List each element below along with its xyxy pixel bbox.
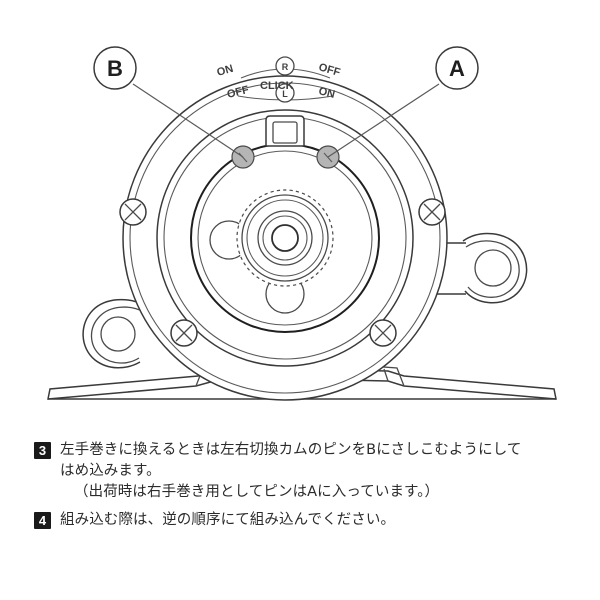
step-3-line-1: 左手巻きに換えるときは左右切換カムのピンをBにさしこむようにして xyxy=(60,442,522,458)
step-3-body: 左手巻きに換えるときは左右切換カムのピンをBにさしこむようにして はめ込みます。… xyxy=(60,440,600,503)
callout-b-circle xyxy=(93,46,137,90)
callout-b-label: B xyxy=(107,56,123,81)
dial-label-on-bottom-right: ON xyxy=(317,85,336,101)
instruction-step-4: 4 組み込む際は、逆の順序にて組み込んでください。 xyxy=(0,510,600,531)
instruction-step-3: 3 左手巻きに換えるときは左右切換カムのピンをBにさしこむようにして はめ込みま… xyxy=(0,440,600,503)
dial-label-click: CLICK xyxy=(260,80,294,92)
screw-group xyxy=(119,198,446,347)
hub-plate-inner-edge xyxy=(197,150,373,326)
dial-label-off-top-right: OFF xyxy=(317,61,342,79)
step-3-line-2: はめ込みます。 xyxy=(60,463,161,479)
screw-bottom-left xyxy=(170,319,198,347)
gear-ring-2 xyxy=(246,199,324,277)
step-3-line-3: （出荷時は右手巻き用としてピンはAに入っています。） xyxy=(74,484,440,500)
dial-knob-l xyxy=(275,83,295,103)
step-number-badge-3: 3 xyxy=(34,442,51,459)
callout-a: A xyxy=(435,46,479,90)
leader-line-b xyxy=(132,83,244,158)
instruction-list: 3 左手巻きに換えるときは左右切換カムのピンをBにさしこむようにして はめ込みま… xyxy=(0,440,600,538)
dial-knob-r-label: R xyxy=(282,62,289,72)
step-4-line-1: 組み込む際は、逆の順序にて組み込んでください。 xyxy=(60,512,396,528)
left-mounting-lug xyxy=(82,298,147,369)
leader-line-a xyxy=(327,83,440,158)
click-dial-markings: R L ON OFF CLICK OFF ON xyxy=(216,56,342,103)
step-number-badge-4: 4 xyxy=(34,512,51,529)
gear-ring-1 xyxy=(241,194,329,282)
center-gear-assembly xyxy=(236,189,334,287)
callout-a-circle xyxy=(435,46,479,90)
outer-plate-inner-edge xyxy=(129,82,441,394)
dial-label-on-top-left: ON xyxy=(216,63,235,79)
dial-knob-l-label: L xyxy=(282,89,288,99)
tab-inner-square xyxy=(272,121,298,144)
illustration-svg: .ln { fill:none; stroke:#3a3a3a; stroke-… xyxy=(47,46,557,401)
callout-leader-lines xyxy=(132,83,440,158)
left-lug-hole xyxy=(100,316,136,352)
callout-b: B xyxy=(93,46,137,90)
right-mounting-lug xyxy=(436,232,528,304)
dial-knob-r xyxy=(275,56,295,76)
gear-ring-4 xyxy=(262,215,308,261)
gear-ring-3 xyxy=(257,210,313,266)
callout-a-label: A xyxy=(449,56,465,81)
dial-label-off-bottom-left: OFF xyxy=(226,84,251,101)
step-4-body: 組み込む際は、逆の順序にて組み込んでください。 xyxy=(60,510,600,531)
right-lug-hole xyxy=(474,249,512,287)
center-shaft-bore xyxy=(271,224,299,252)
screw-bottom-right xyxy=(369,319,397,347)
hub-top-square-tab xyxy=(265,115,305,147)
screw-left xyxy=(119,198,147,226)
screw-right xyxy=(418,198,446,226)
reel-side-plate-illustration: .ln { fill:none; stroke:#3a3a3a; stroke-… xyxy=(47,46,557,401)
